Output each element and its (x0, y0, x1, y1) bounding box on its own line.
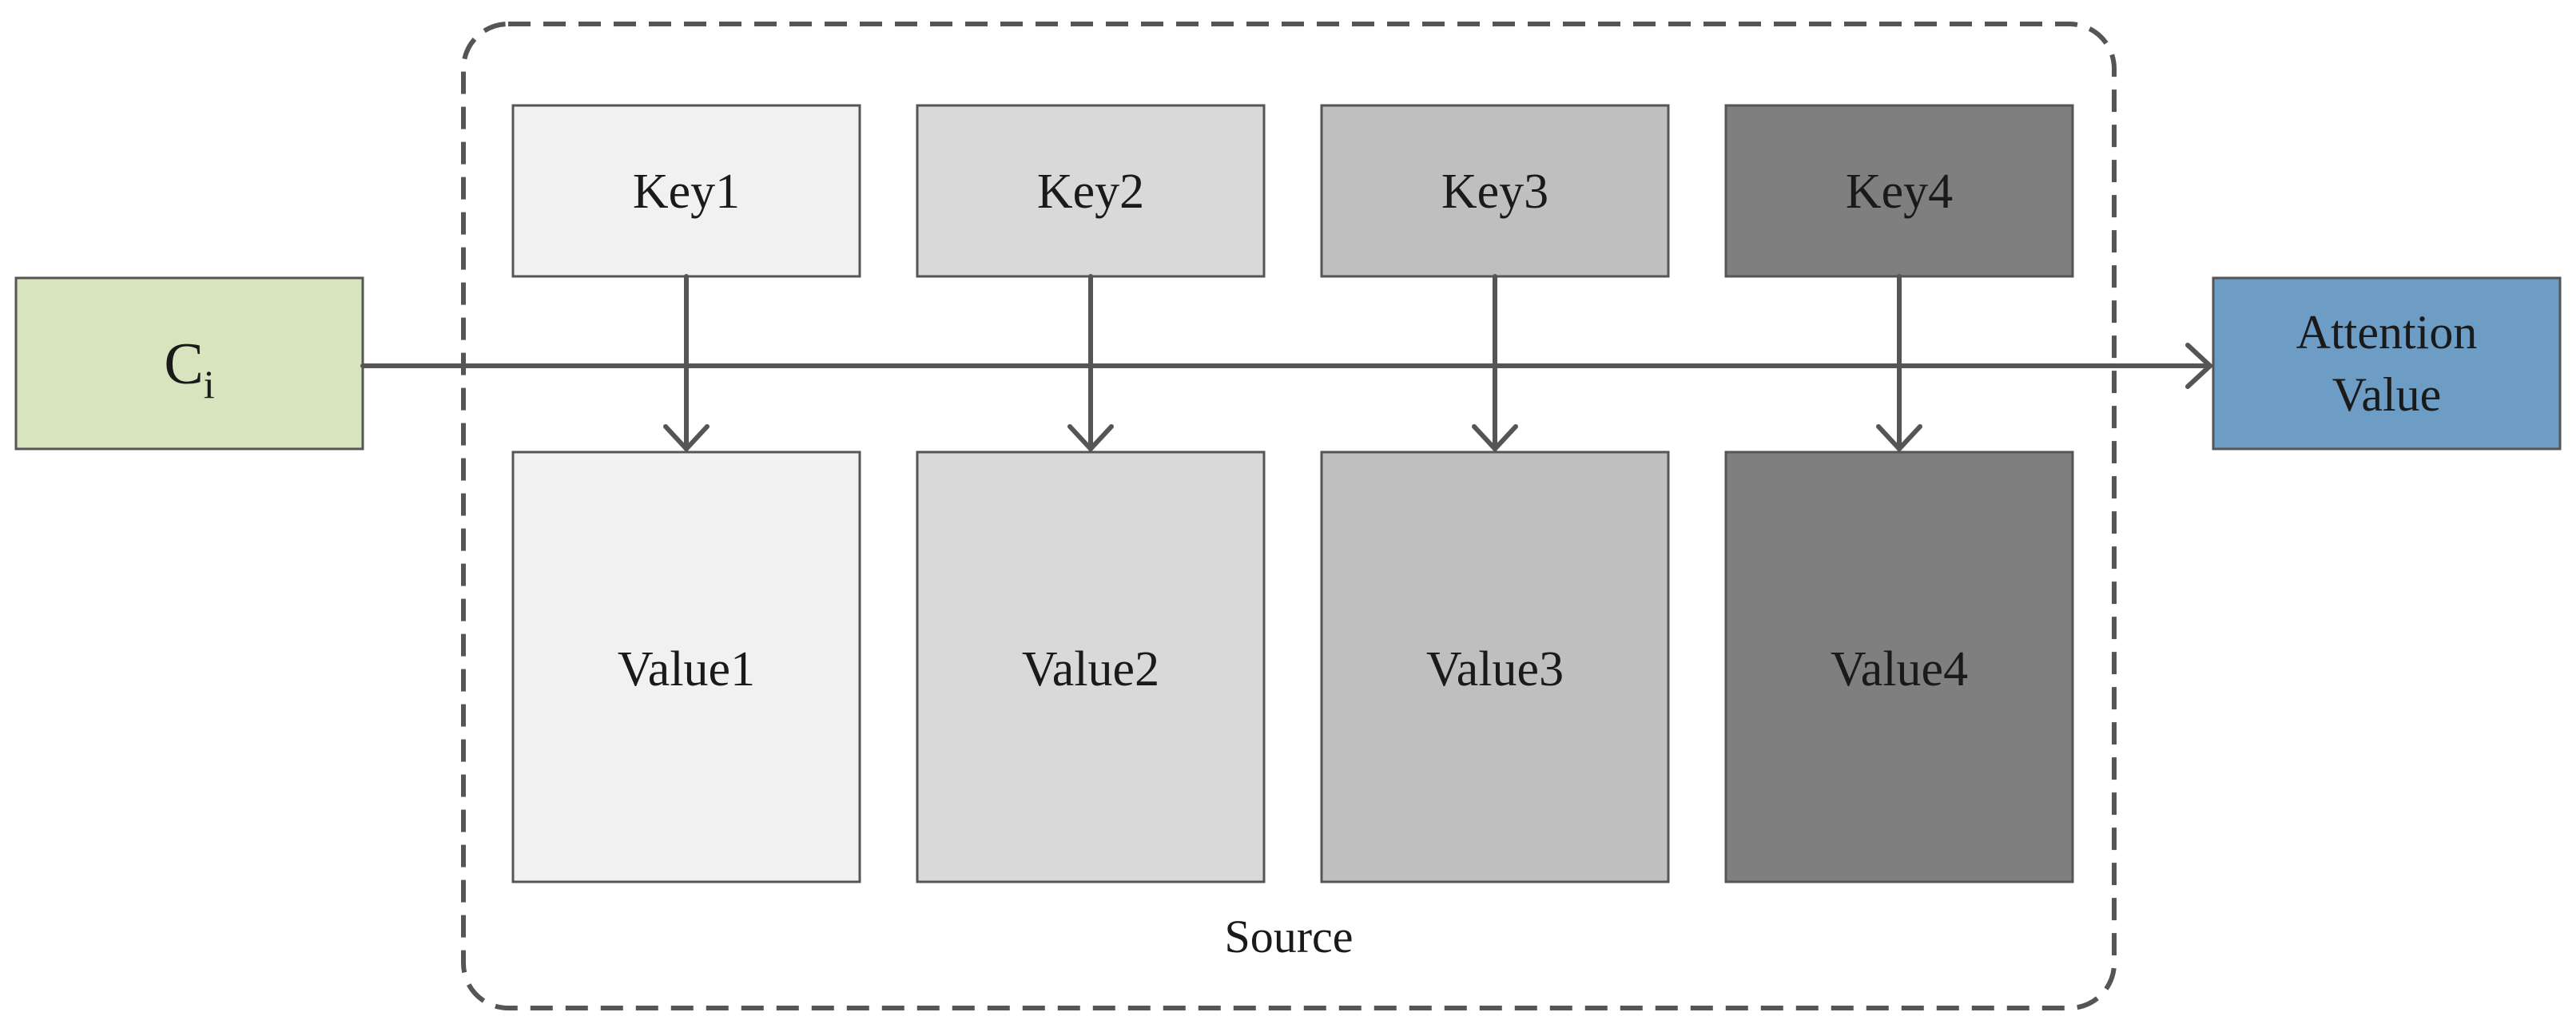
value4-box (1724, 451, 2074, 883)
key3-to-value3-arrowhead (1472, 424, 1518, 451)
key2-box (916, 104, 1266, 278)
key3-label: Key3 (1441, 165, 1548, 219)
key4-to-value4-arrowhead (1876, 424, 1922, 451)
value1-label: Value1 (618, 642, 755, 697)
input-box (14, 276, 364, 451)
input-symbol: C (164, 331, 203, 397)
source-label: Source (1224, 911, 1353, 963)
key2-to-value2-arrowhead (1067, 424, 1114, 451)
key1-to-value1-arrowhead (663, 424, 710, 451)
key2-label: Key2 (1037, 165, 1144, 219)
value4-label: Value4 (1831, 642, 1968, 697)
value3-box (1320, 451, 1670, 883)
value2-label: Value2 (1022, 642, 1159, 697)
output-box (2212, 276, 2562, 451)
value1-box (511, 451, 861, 883)
key4-label: Key4 (1846, 165, 1953, 219)
main-flow-arrowhead (2185, 343, 2212, 389)
key1-label: Key1 (633, 165, 740, 219)
output-label-line2: Value (2332, 368, 2442, 421)
output-label-line1: Attention (2296, 306, 2478, 359)
input-label: Ci (164, 331, 214, 407)
input-subscript: i (204, 362, 215, 407)
value3-label: Value3 (1426, 642, 1564, 697)
key4-box (1724, 104, 2074, 278)
source-container (461, 22, 2117, 1010)
value2-box (916, 451, 1266, 883)
